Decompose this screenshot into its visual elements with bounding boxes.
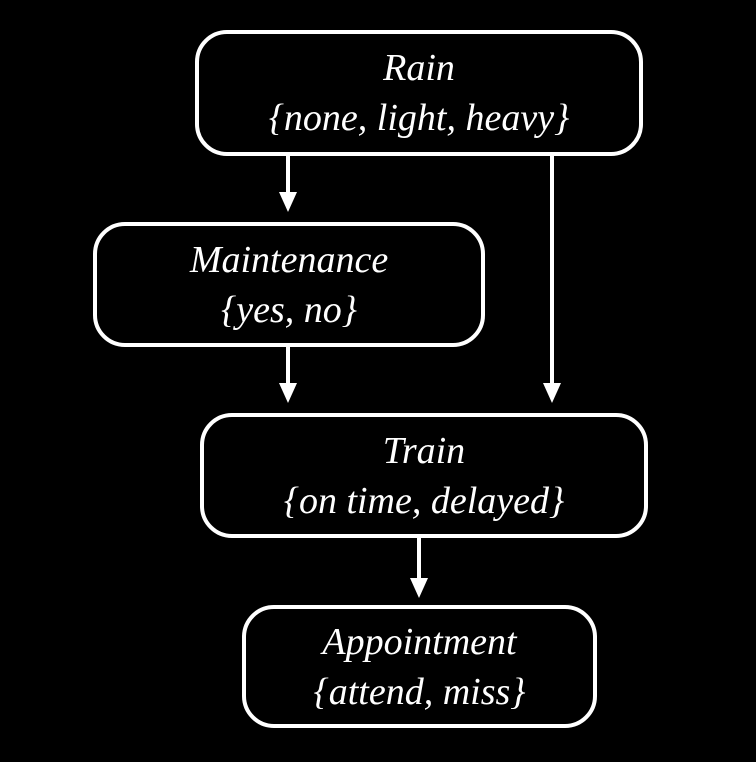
node-maintenance-domain: {yes, no} [221, 288, 357, 331]
node-train-domain: {on time, delayed} [283, 479, 565, 522]
edge-rain-to-maintenance-arrow [279, 156, 297, 212]
node-train-title: Train [382, 429, 466, 472]
node-appointment: Appointment {attend, miss} [242, 605, 597, 728]
node-train: Train {on time, delayed} [200, 413, 648, 538]
node-rain-domain: {none, light, heavy} [268, 97, 570, 139]
node-maintenance-title: Maintenance [189, 238, 389, 281]
edge-rain-to-train-arrow [543, 156, 561, 403]
edge-train-to-appointment-arrow [410, 538, 428, 598]
node-appointment-domain: {attend, miss} [313, 670, 526, 713]
node-maintenance: Maintenance {yes, no} [93, 222, 485, 347]
edge-maintenance-to-train-arrow [279, 347, 297, 403]
node-rain: Rain {none, light, heavy} [195, 30, 643, 156]
node-appointment-title: Appointment [322, 620, 517, 663]
node-rain-title: Rain [383, 47, 455, 89]
